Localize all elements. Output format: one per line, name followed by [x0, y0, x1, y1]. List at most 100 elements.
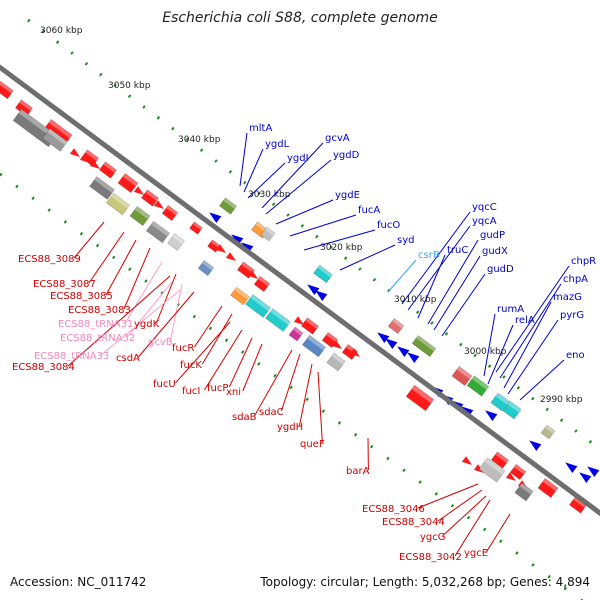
- gene-label-mlta: mltA: [249, 123, 272, 134]
- leader-line: [239, 132, 248, 187]
- gene-label-gudp: gudP: [480, 230, 505, 241]
- gene-block-cyan: [490, 392, 510, 412]
- leader-line: [123, 247, 151, 310]
- gene-block-steel: [197, 259, 215, 277]
- accession-text: Accession: NC_011742: [10, 575, 146, 589]
- reverse-label-lines: [239, 132, 570, 401]
- gene-label-ecs88_3044: ECS88_3044: [382, 517, 445, 528]
- gene-block-olive: [540, 424, 556, 440]
- leader-line: [67, 275, 171, 367]
- reverse-cds-arrow: [579, 472, 592, 483]
- forward-cds-arrow: [461, 456, 473, 465]
- gene-label-ygcg: ygcG: [420, 532, 446, 543]
- gene-label-ecs88_3085: ECS88_3085: [50, 291, 113, 302]
- gene-label-ygdk: ygdK: [134, 319, 160, 330]
- leader-line: [387, 259, 417, 293]
- kbp-tick-track: [0, 18, 600, 600]
- leader-line: [228, 337, 253, 388]
- forward-cds-arrow: [69, 148, 81, 157]
- leader-line: [138, 291, 195, 358]
- reverse-cds-arrow: [529, 440, 542, 451]
- leader-line: [193, 305, 223, 348]
- gene-label-chpa: chpA: [563, 274, 588, 285]
- kbp-tick-label: 3020 kbp: [320, 243, 363, 253]
- reverse-cds-arrow: [565, 462, 578, 473]
- leader-line: [507, 319, 559, 395]
- leader-line: [261, 142, 324, 209]
- reverse-cds-arrow: [485, 410, 498, 421]
- forward-cds: [568, 496, 588, 514]
- gene-label-ygde: ygdE: [335, 190, 360, 201]
- leader-line: [487, 324, 514, 385]
- gene-label-csrb: csrB: [418, 250, 440, 261]
- reverse-cds-arrow: [241, 242, 254, 253]
- map-title: Escherichia coli S88, complete genome: [162, 10, 438, 26]
- leader-line: [441, 273, 486, 337]
- leader-line: [175, 321, 231, 384]
- forward-cds: [405, 384, 435, 412]
- forward-cds-arrow: [89, 160, 101, 169]
- leader-line: [265, 159, 332, 215]
- gene-block-salmon: [387, 317, 405, 335]
- gene-label-ygdh: ygdH: [277, 422, 303, 433]
- forward-cds-arrow: [293, 316, 305, 325]
- forward-cds: [537, 477, 559, 499]
- leader-line: [303, 229, 376, 251]
- gene-label-fucu: fucU: [153, 379, 176, 390]
- leader-line: [417, 483, 479, 509]
- leader-line: [339, 244, 396, 271]
- gray-feature: [478, 457, 506, 483]
- forward-cds-arrow: [215, 244, 227, 253]
- leader-line: [401, 211, 471, 305]
- tick-dashes-inner: [0, 172, 584, 600]
- leader-line: [495, 265, 570, 373]
- reverse-cds-arrow: [307, 284, 320, 295]
- leader-line: [155, 273, 177, 324]
- gray-feature: [260, 226, 276, 242]
- gene-block-cyan: [313, 264, 333, 284]
- leader-line: [417, 254, 446, 319]
- leader-line: [499, 283, 562, 379]
- leader-line: [503, 301, 552, 389]
- forward-cds: [189, 221, 203, 235]
- forward-cds: [490, 451, 510, 469]
- leader-line: [437, 489, 483, 522]
- leader-line: [433, 255, 481, 331]
- gene-label-yqca: yqcA: [472, 216, 497, 227]
- reverse-cds-arrow: [407, 352, 420, 363]
- gene-label-quef: queF: [300, 439, 325, 450]
- gene-label-mazg: mazG: [553, 292, 582, 303]
- leader-line: [242, 343, 263, 392]
- forward-cds-arrow: [331, 340, 343, 349]
- gene-label-ecs88_3087: ECS88_3087: [33, 279, 96, 290]
- reverse-gene-labels: mltAygdLygdIgcvAygdDygdEfucAfucOsydcsrBy…: [249, 123, 596, 361]
- gene-label-fuca: fucA: [358, 205, 380, 216]
- gene-label-sdab: sdaB: [232, 412, 257, 423]
- gene-label-gcva: gcvA: [325, 133, 350, 144]
- leader-line: [442, 495, 487, 537]
- gene-label-ecs88_3083: ECS88_3083: [68, 305, 131, 316]
- forward-label-lines: [67, 221, 511, 557]
- kbp-tick-label: 3060 kbp: [40, 26, 83, 36]
- gene-block-cyan: [265, 308, 291, 332]
- gene-label-truc: truC: [447, 245, 468, 256]
- gene-label-ygce: ygcE: [464, 548, 488, 559]
- reverse-cds-arrow: [385, 338, 398, 349]
- gene-label-fucr: fucR: [172, 343, 194, 354]
- forward-cds-arrow: [225, 252, 237, 261]
- gene-label-xni: xni: [226, 387, 241, 398]
- leader-line: [73, 221, 105, 259]
- gene-label-ecs88_3046: ECS88_3046: [362, 504, 425, 515]
- gene-label-pyrg: pyrG: [560, 310, 584, 321]
- gene-label-ruma: rumA: [497, 304, 524, 315]
- leader-line: [485, 513, 511, 553]
- gene-label-bara: barA: [346, 466, 370, 477]
- gray-feature: [145, 220, 171, 244]
- gene-block-cyan: [245, 294, 271, 318]
- gene-label-rela: relA: [515, 315, 535, 326]
- gene-label-fucp: fucP: [207, 383, 228, 394]
- gene-label-fuci: fucI: [182, 386, 200, 397]
- gray-feature: [167, 233, 185, 251]
- gray-feature: [514, 482, 534, 502]
